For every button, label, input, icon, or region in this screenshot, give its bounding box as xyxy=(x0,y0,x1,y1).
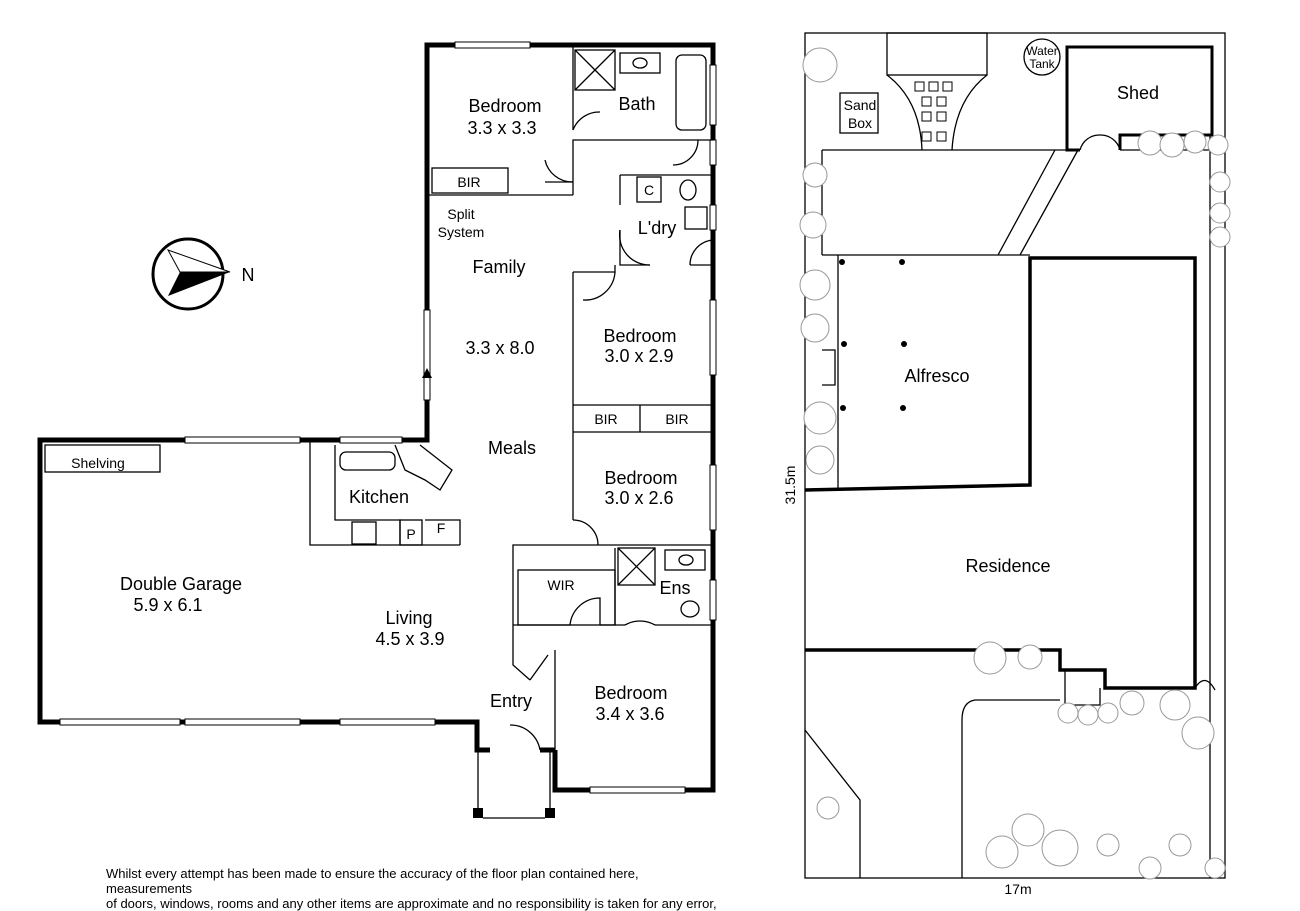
room-labels: Bedroom 3.3 x 3.3 Bath BIR Split System … xyxy=(71,94,690,724)
kitchen-label: Kitchen xyxy=(349,487,409,507)
living-name: Living xyxy=(385,608,432,628)
bedroom2-name: Bedroom xyxy=(603,326,676,346)
split-system-label-1: Split xyxy=(447,206,474,222)
bedroom3-name: Bedroom xyxy=(604,468,677,488)
bir1-label: BIR xyxy=(457,174,480,190)
family-label: Family xyxy=(473,257,526,277)
shed-label: Shed xyxy=(1117,83,1159,103)
disclaimer-line-1: Whilst every attempt has been made to en… xyxy=(106,866,639,896)
bedroom1-size: 3.3 x 3.3 xyxy=(467,118,536,138)
sand-box-label-1: Sand xyxy=(844,97,877,113)
bir3-label: BIR xyxy=(665,411,688,427)
compass-icon xyxy=(151,237,231,311)
residence-label: Residence xyxy=(965,556,1050,576)
cupboard-label: C xyxy=(644,182,654,198)
house-walls xyxy=(37,41,717,819)
water-tank-label-2: Tank xyxy=(1029,57,1055,71)
garage-name: Double Garage xyxy=(120,574,242,594)
site-plan: Water Tank Sand Box Shed Alfresco Reside… xyxy=(782,32,1231,897)
wir-label: WIR xyxy=(547,577,574,593)
disclaimer-line-2: of doors, windows, rooms and any other i… xyxy=(106,896,717,911)
pantry-label: P xyxy=(406,526,415,542)
bedroom4-name: Bedroom xyxy=(594,683,667,703)
alfresco-label: Alfresco xyxy=(904,366,969,386)
sand-box-label-2: Box xyxy=(848,115,872,131)
bedroom4-size: 3.4 x 3.6 xyxy=(595,704,664,724)
disclaimer: Whilst every attempt has been made to en… xyxy=(106,866,726,911)
living-size: 4.5 x 3.9 xyxy=(375,629,444,649)
split-system-label-2: System xyxy=(438,224,485,240)
compass-north-label: N xyxy=(242,265,255,285)
entry-label: Entry xyxy=(490,691,532,711)
bedroom3-size: 3.0 x 2.6 xyxy=(604,488,673,508)
fridge-label: F xyxy=(437,520,446,536)
bedroom1-name: Bedroom xyxy=(468,96,541,116)
site-width-label: 17m xyxy=(1004,881,1031,897)
garage-size: 5.9 x 6.1 xyxy=(133,595,202,615)
shelving-label: Shelving xyxy=(71,455,125,471)
bath-label: Bath xyxy=(618,94,655,114)
meals-label: Meals xyxy=(488,438,536,458)
family-size: 3.3 x 8.0 xyxy=(465,338,534,358)
site-depth-label: 31.5m xyxy=(782,466,798,505)
tree-icons xyxy=(799,47,1231,880)
bedroom2-size: 3.0 x 2.9 xyxy=(604,346,673,366)
water-tank-label-1: Water xyxy=(1026,44,1058,58)
bir2-label: BIR xyxy=(594,411,617,427)
ensuite-label: Ens xyxy=(659,578,690,598)
laundry-label: L'dry xyxy=(638,218,676,238)
